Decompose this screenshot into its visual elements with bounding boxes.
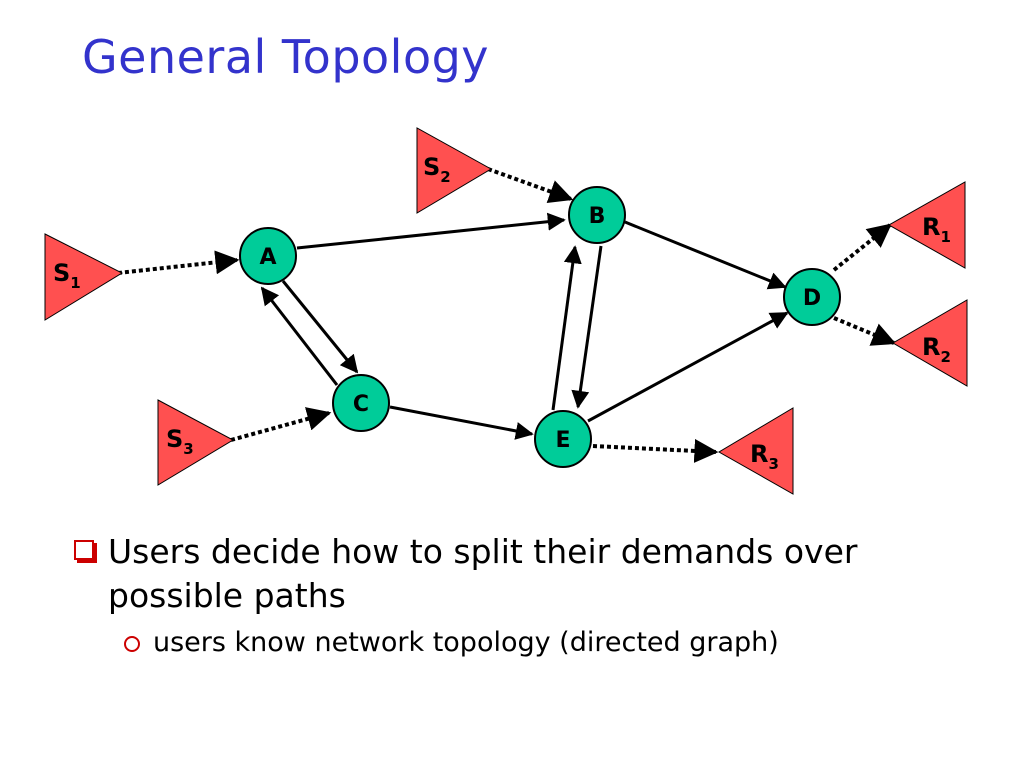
node-a: A: [239, 227, 297, 285]
svg-text:E: E: [555, 428, 570, 453]
svg-text:S1: S1: [53, 259, 81, 292]
sub-bullet-text: users know network topology (directed gr…: [153, 627, 779, 658]
source-s2: S2: [416, 127, 493, 214]
edge-s3-c: [230, 407, 332, 442]
node-b: B: [568, 186, 626, 244]
svg-text:R2: R2: [922, 333, 951, 366]
svg-text:R1: R1: [922, 213, 951, 246]
receiver-r2: R2: [892, 299, 968, 387]
slide-title: General Topology: [82, 30, 490, 84]
receiver-r1: R1: [887, 181, 966, 269]
edge-s1-a: [117, 250, 240, 275]
svg-text:A: A: [259, 245, 276, 270]
svg-text:C: C: [353, 392, 369, 417]
edge-b-e: [571, 245, 603, 409]
edge-e-d: [587, 311, 789, 423]
node-e: E: [534, 410, 592, 468]
bullet-list: Users decide how to split their demands …: [72, 530, 972, 662]
svg-text:S2: S2: [423, 153, 451, 186]
sub-bullet-item: users know network topology (directed gr…: [72, 624, 972, 662]
bullet-text: Users decide how to split their demands …: [108, 532, 858, 615]
hollow-circle-bullet-icon: [124, 636, 140, 652]
svg-text:S3: S3: [166, 425, 194, 458]
edge-a-c: [281, 280, 359, 374]
receiver-r3: R3: [718, 407, 794, 495]
edge-a-b: [296, 212, 566, 250]
edge-d-r2: [833, 316, 897, 346]
svg-text:B: B: [589, 204, 606, 229]
source-s1: S1: [44, 233, 124, 321]
edge-c-a: [260, 286, 339, 386]
source-s3: S3: [157, 399, 235, 486]
edge-s2-b: [487, 167, 574, 203]
bullet-item: Users decide how to split their demands …: [72, 530, 972, 618]
hollow-square-bullet-icon: [74, 540, 94, 560]
svg-text:R3: R3: [750, 440, 779, 473]
svg-text:D: D: [803, 286, 821, 311]
edge-d-r1: [832, 223, 892, 272]
edge-e-r3: [592, 438, 719, 463]
edge-b-d: [624, 220, 787, 290]
node-c: C: [332, 374, 390, 432]
edge-c-e: [389, 405, 534, 440]
edge-e-b: [551, 245, 582, 411]
node-d: D: [783, 268, 841, 326]
